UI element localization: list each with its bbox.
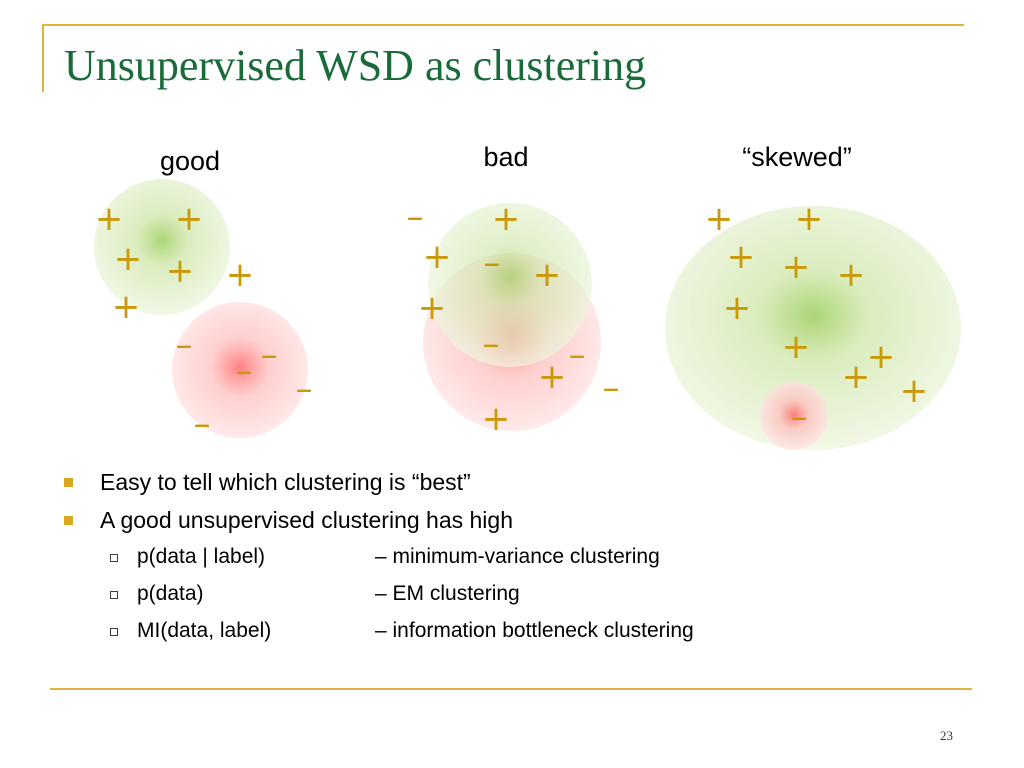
sub-bullet-item: p(data) – EM clustering [62,579,962,616]
plus-point: + [226,255,255,295]
sub-bullet-term: p(data | label) [137,545,266,568]
good-red-cluster [172,302,308,438]
bullet-item: A good unsupervised clustering has high [62,504,962,542]
data-point-symbols: ++++++–––––++++++–––––++++++++++– [95,197,929,444]
clustering-diagram: good bad “skewed” ++++++–––––++++++–––––… [94,142,961,450]
plus-point: + [175,199,204,239]
sub-bullet-box-icon [110,591,118,599]
minus-point: – [603,368,620,408]
minus-point: – [484,243,501,283]
plus-point: + [112,287,141,327]
plus-point: + [492,199,521,239]
good-green-cluster [94,179,230,315]
panel-label-bad: bad [483,142,528,172]
plus-point: + [795,199,824,239]
plus-point: + [837,255,866,295]
plus-point: + [166,251,195,291]
plus-point: + [538,357,567,397]
minus-point: – [569,335,586,375]
bullet-text: Easy to tell which clustering is “best” [100,469,471,495]
sub-bullet-box-icon [110,628,118,636]
sub-bullet-description: – minimum-variance clustering [375,545,660,568]
bullet-item: Easy to tell which clustering is “best” [62,466,962,504]
sub-bullet-description: – information bottleneck clustering [375,619,694,642]
minus-point: – [236,351,253,391]
plus-point: + [842,357,871,397]
bullet-text: A good unsupervised clustering has high [100,507,514,533]
footer-rule [50,688,972,690]
minus-point: – [194,404,211,444]
bullet-list: Easy to tell which clustering is “best” … [62,466,962,653]
skewed-green-cluster [665,206,961,450]
plus-point: + [114,239,143,279]
slide-title: Unsupervised WSD as clustering [64,41,647,90]
plus-point: + [533,255,562,295]
top-frame-line [42,24,964,26]
plus-point: + [482,399,511,439]
minus-point: – [261,335,278,375]
minus-point: – [791,397,808,437]
plus-point: + [900,371,929,411]
sub-bullet-term: MI(data, label) [137,619,272,642]
bullet-square-icon [64,516,73,525]
plus-point: + [418,288,447,328]
minus-point: – [296,369,313,409]
left-frame-line [42,24,44,92]
plus-point: + [782,247,811,287]
plus-point: + [95,199,124,239]
sub-bullet-item: p(data | label) – minimum-variance clust… [62,542,962,579]
plus-point: + [782,327,811,367]
panel-label-skewed: “skewed” [742,142,852,172]
plus-point: + [867,337,896,377]
sub-bullet-description: – EM clustering [375,582,520,605]
sub-bullet-term: p(data) [137,582,204,605]
skewed-red-cluster [760,382,828,450]
minus-point: – [407,197,424,237]
sub-bullet-box-icon [110,554,118,562]
plus-point: + [727,237,756,277]
plus-point: + [705,199,734,239]
plus-point: + [723,288,752,328]
minus-point: – [483,324,500,364]
bullet-square-icon [64,478,73,487]
minus-point: – [176,325,193,365]
page-number: 23 [940,728,953,743]
bad-green-cluster [428,203,592,367]
plus-point: + [423,237,452,277]
sub-bullet-item: MI(data, label) – information bottleneck… [62,616,962,653]
panel-label-good: good [160,146,220,176]
